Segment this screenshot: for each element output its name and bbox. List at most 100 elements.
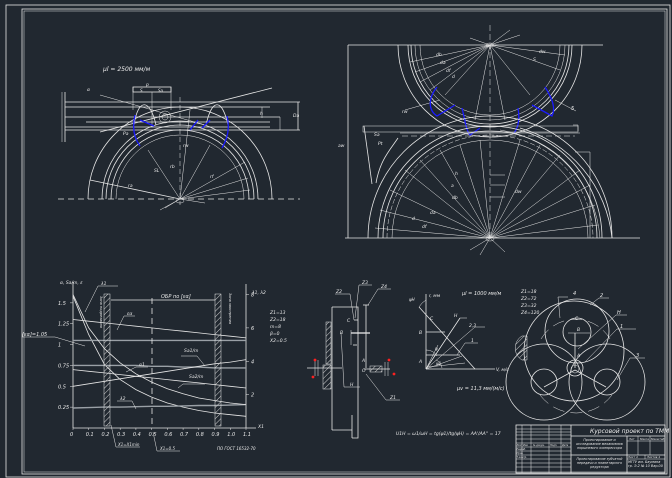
chart-standard-label: ПО ГОСТ 16532-70 — [217, 446, 256, 451]
chart-y2-tick-label: 6 — [251, 326, 254, 332]
axis-x-label: V, м/с — [496, 367, 509, 373]
chart-x-tick-label: 0.9 — [212, 432, 220, 438]
chart-xmin-annotation: X1=X1min — [117, 442, 140, 447]
left-col-date: Дата — [561, 444, 569, 447]
chart-x-tick-label: 0.8 — [196, 432, 204, 438]
label-alpha: α — [87, 88, 90, 93]
left-row-tcontrol: Т.контр. — [517, 456, 528, 459]
vp-label-psi1: ψ1 — [436, 361, 441, 366]
label-dw-lower: dw — [515, 189, 522, 195]
scale-label-left: μl = 2500 мм/м — [102, 66, 151, 73]
chart-xsel-annotation: X1=0.5 — [159, 446, 175, 451]
gear-mesh-left: μl = 2500 мм/м p S Sa — [58, 66, 300, 211]
label-ra: ra — [128, 183, 133, 189]
planet-param-z1: Z1=18 — [520, 289, 537, 295]
left-row-dev: Разраб. — [517, 448, 527, 451]
chart-x-tick-label: 0.3 — [117, 432, 125, 438]
planetary-gear: Z1=18 Z2=72 Z3=32 Z4=120 4 2 C B H 1 A 3 — [505, 289, 646, 421]
chart-x-tick-label: 0.4 — [133, 432, 141, 438]
chart-x-tick-label: 1.1 — [243, 432, 251, 438]
label-rw: rw — [402, 109, 408, 115]
chart-right-zone-label: Зона заострения — [228, 293, 232, 324]
curve-label-lambda2: λ2 — [119, 396, 126, 402]
label-h: H — [350, 382, 354, 388]
label-b: B — [340, 330, 343, 336]
kinematic-scheme: Z2 Z3 Z4 Z1 C B A O H — [307, 280, 400, 439]
title-block-subtitle: Проектирование и исследование механизмов… — [576, 438, 623, 450]
chart-params: Z1=13 Z2=18 m=8 β=0 X2=0.5 — [269, 310, 287, 344]
title-block-sheet-name: Проектирование зубчатой передачи и плане… — [576, 457, 623, 469]
label-da-lower: da — [430, 210, 436, 216]
velocity-plan: r, мм V, м/с μl = 1000 мм/м μv = 11,3 мм… — [409, 291, 509, 392]
curve-label-lambda1: λ1 — [100, 281, 107, 287]
gear-mesh-right: db da df d dw S 5 rw Sa Pt aw h a db da … — [338, 25, 640, 256]
left-col-doc: № докум. — [532, 444, 545, 447]
hatch-pointed-zone — [214, 293, 222, 427]
chart-y2-tick-label: 8 — [251, 293, 254, 299]
chart-x-axis-label: X1 — [257, 424, 264, 430]
label-db-lower: db — [452, 195, 458, 201]
vp-label-b: B — [419, 330, 422, 336]
label-rb: rb — [170, 164, 175, 170]
label-rf: rf — [210, 174, 215, 180]
left-row-check: Пров. — [517, 452, 524, 455]
label-df-lower: df — [422, 224, 428, 230]
left-col-list: Лист — [516, 444, 524, 447]
chart-x-tick-label: 0.7 — [180, 432, 189, 438]
label-z1: Z1 — [389, 395, 396, 401]
label-c: C — [347, 318, 351, 324]
chart-left-zone-label: Зона подрезания — [99, 296, 103, 328]
curve-label-alpha1: α1 — [139, 362, 145, 368]
param-z1: Z1=13 — [269, 310, 286, 316]
vp-label-a: A — [418, 359, 422, 365]
title-block: Курсовой проект по ТММ Проектирование и … — [516, 424, 670, 474]
col-mass: Масса — [640, 437, 649, 441]
param-m: m=8 — [270, 324, 281, 330]
planet-label-2: 2 — [600, 293, 603, 299]
label-dw-upper: dw — [539, 49, 546, 55]
label-a: A — [361, 358, 365, 364]
planet-label-h: H — [617, 310, 621, 316]
ground-hatch-planetary — [514, 335, 528, 361]
chart-y-tick-label: 1.25 — [58, 322, 69, 328]
chart-x-tick-label: 1.0 — [227, 432, 235, 438]
sheet-count: Листов 4 — [646, 455, 660, 459]
chart-x-tick-label: 0.2 — [101, 432, 109, 438]
vp-label-psi: ψ — [435, 346, 438, 351]
chart-top-label: ОБР по [εα] — [161, 294, 191, 300]
bearing-marker — [313, 358, 317, 362]
chart-left-axis-label: α, Sa/m, ε — [60, 280, 83, 286]
chart-y2-tick-label: 4 — [251, 359, 254, 365]
vp-label-h: H — [454, 313, 458, 319]
label-da: Da — [293, 113, 299, 119]
scale-l-label: μl = 1000 мм/м — [461, 291, 501, 297]
param-beta: β=0 — [270, 331, 280, 337]
label-d-upper: d — [452, 74, 455, 80]
chart-y-tick-label: 1 — [58, 343, 61, 349]
dim-label-sa: Sa — [158, 88, 164, 93]
label-pt: Pt — [378, 141, 383, 147]
bearing-marker — [311, 375, 315, 379]
sheet-frame — [5, 4, 671, 478]
chart-x-tick-label: 0.1 — [86, 432, 94, 438]
curve-label-eps: εα — [127, 312, 132, 317]
label-pa: Pa — [123, 131, 129, 137]
bearing-marker — [387, 358, 391, 362]
label-db-upper: db — [436, 52, 442, 58]
planet-label-3: 3 — [636, 353, 639, 359]
ground-hatch-left — [325, 321, 332, 365]
vp-label-c: C — [430, 316, 434, 322]
label-z3: Z3 — [361, 280, 368, 286]
dim-label-s: S — [140, 88, 143, 93]
param-x2: X2=0.5 — [269, 338, 287, 344]
label-o: O — [362, 368, 366, 374]
scale-v-label: μv = 11,3 мм/(м/с) — [456, 386, 505, 392]
label-z4: Z4 — [380, 284, 387, 290]
label-rw: rw — [183, 143, 189, 149]
chart-y2-tick-label: 2 — [251, 393, 254, 399]
shaft-hatch-left — [322, 364, 332, 390]
label-z2: Z2 — [335, 289, 342, 295]
left-col-sign: Подп. — [550, 444, 557, 447]
title-block-org: МГТУ им. Баумана гр. Э-2 № 10 Вар.00 — [628, 460, 663, 468]
